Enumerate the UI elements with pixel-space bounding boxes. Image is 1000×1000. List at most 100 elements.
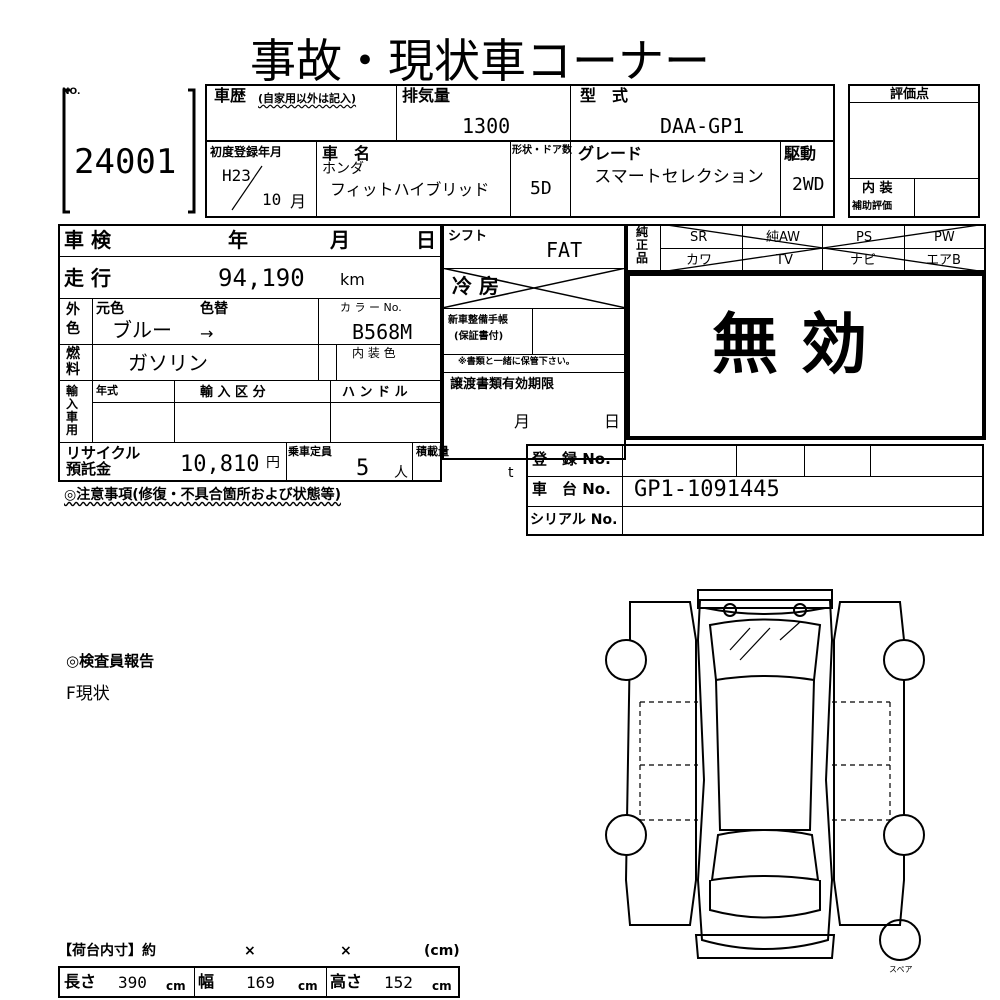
import-label: 輸入車用	[66, 384, 79, 437]
width-label: 幅	[198, 972, 215, 991]
interior-color-label: 内 装 色	[352, 346, 396, 360]
shaken-label: 車 検	[64, 228, 111, 252]
equip-tv: TV	[776, 253, 793, 268]
aircon-label: 冷 房	[452, 274, 499, 298]
interior-label: 内 装	[862, 181, 893, 196]
load-label: 積載量	[416, 445, 449, 458]
grade-label: グレード	[578, 144, 643, 163]
inspector-report: F現状	[66, 684, 110, 704]
cargo-label: 【荷台内寸】約	[58, 943, 156, 959]
reg-no-label: 登 録 No.	[532, 450, 611, 468]
displacement-label: 排気量	[402, 86, 451, 105]
shaken-month-label: 月	[330, 228, 350, 252]
grade-value: スマートセレクション	[594, 167, 764, 187]
cargo-cm-unit: (cm)	[424, 943, 460, 959]
capacity-label: 乗車定員	[288, 445, 332, 458]
cargo-times-1: ×	[244, 943, 256, 959]
shift-value: FAT	[546, 238, 583, 262]
length-label: 長さ	[64, 972, 97, 991]
spare-label: スペア	[889, 965, 913, 974]
width-unit: cm	[298, 979, 318, 993]
spare-tire-icon	[879, 919, 921, 961]
chassis-no: GP1-1091445	[634, 477, 780, 502]
fuel-value: ガソリン	[128, 351, 208, 375]
history-note: (自家用以外は記入)	[258, 92, 357, 105]
inspector-label: ◎検査員報告	[66, 652, 155, 670]
repaint-arrow: →	[200, 324, 214, 343]
equip-navi: ナビ	[850, 253, 877, 268]
car-diagram	[605, 589, 925, 959]
orig-color-label: 元色	[96, 301, 124, 317]
warranty-label-1: 新車整備手帳	[448, 315, 508, 326]
registration-box	[526, 444, 984, 536]
aircon-cross	[442, 268, 626, 308]
void-stamp: 無 効	[712, 306, 867, 383]
handle-label: ハ ン ド ル	[342, 385, 408, 400]
first-reg-era: H23	[222, 166, 251, 185]
car-name-label: 車 名	[322, 144, 371, 163]
height-value: 152	[384, 973, 413, 992]
length-value: 390	[118, 973, 147, 992]
first-reg-month-unit: 月	[290, 192, 307, 211]
interior-aux-label: 補助評価	[852, 201, 892, 212]
drive-label: 駆動	[784, 144, 817, 163]
repaint-label: 色替	[200, 301, 228, 317]
chassis-label: 車 台 No.	[532, 480, 611, 498]
equip-airbag: エアB	[926, 253, 961, 268]
height-label: 高さ	[330, 972, 363, 991]
mileage-label: 走 行	[64, 266, 111, 290]
first-reg-month: 10	[262, 190, 282, 209]
drive-value: 2WD	[792, 174, 825, 195]
history-label: 車歴	[214, 86, 247, 105]
shift-label: シフト	[448, 229, 488, 244]
warranty-label-2: (保証書付)	[454, 331, 504, 342]
doors-label: 形状・ドア数	[512, 145, 572, 156]
displacement-value: 1300	[462, 114, 511, 138]
model-year-label: 年式	[96, 384, 118, 397]
void-stamp-box	[626, 272, 986, 440]
recycle-label-2: 預託金	[66, 460, 112, 478]
caution-label: ◎注意事項(修復・不具合箇所および状態等)	[64, 487, 342, 503]
fuel-label-2: 料	[66, 362, 80, 378]
warranty-note: ※書類と一緒に保管下さい。	[458, 357, 575, 367]
capacity-unit: 人	[394, 465, 408, 481]
cargo-times-2: ×	[340, 943, 352, 959]
no-label: NO.	[62, 87, 81, 97]
equip-sr: SR	[690, 230, 708, 245]
transfer-label: 譲渡書類有効期限	[450, 377, 555, 392]
page-title: 事故・現状車コーナー	[250, 34, 710, 88]
lot-bracket	[60, 88, 200, 214]
lot-number: 24001	[74, 142, 177, 182]
maker-name: ホンダ	[322, 161, 364, 177]
exterior-label-1: 外	[66, 302, 80, 318]
capacity-value: 5	[356, 456, 370, 481]
mileage-value: 94,190	[218, 264, 305, 292]
shaken-year-label: 年	[228, 228, 248, 252]
recycle-label-1: リサイクル	[66, 444, 141, 462]
doors-value: 5D	[530, 178, 552, 199]
header-row-2	[205, 140, 835, 218]
transfer-month-label: 月	[514, 412, 531, 431]
first-reg-label: 初度登録年月	[210, 145, 283, 159]
transfer-day-label: 日	[604, 412, 621, 431]
width-value: 169	[246, 973, 275, 992]
score-label: 評価点	[890, 87, 930, 102]
cargo-dimensions-box	[58, 966, 460, 998]
color-no: B568M	[352, 320, 413, 344]
exterior-label-2: 色	[66, 321, 80, 337]
car-name: フィットハイブリッド	[330, 180, 490, 199]
mileage-unit: km	[340, 270, 365, 289]
recycle-value: 10,810	[180, 452, 260, 477]
shaken-day-label: 日	[416, 228, 436, 252]
orig-color: ブルー	[112, 318, 172, 342]
load-unit: t	[508, 465, 514, 481]
model-type-label: 型 式	[580, 86, 629, 105]
middle-block	[442, 224, 626, 460]
vehicle-info-block	[58, 224, 442, 482]
height-unit: cm	[432, 979, 452, 993]
color-no-label: カ ラ ー No.	[340, 301, 402, 314]
serial-label: シリアル No.	[530, 512, 618, 528]
equip-cross	[660, 224, 986, 272]
model-type-value: DAA-GP1	[660, 114, 745, 138]
fuel-label-1: 燃	[66, 346, 80, 362]
